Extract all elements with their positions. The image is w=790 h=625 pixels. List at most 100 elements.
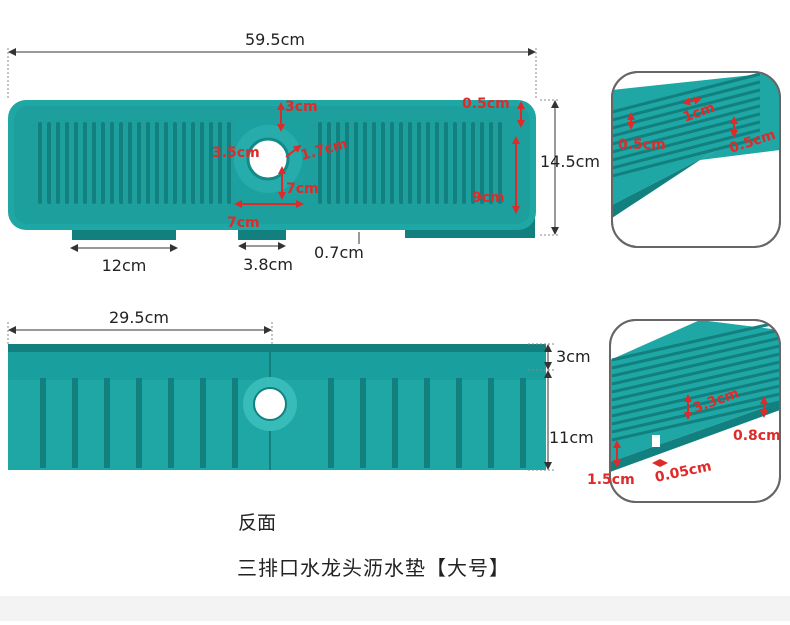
groove (435, 122, 439, 204)
groove (182, 122, 186, 204)
groove (390, 122, 394, 204)
overall-length-label: 59.5cm (245, 30, 305, 49)
groove (200, 122, 204, 204)
notch-width-label: 3.8cm (243, 255, 293, 274)
rib (328, 378, 334, 468)
groove (101, 122, 105, 204)
groove (191, 122, 195, 204)
rib (200, 378, 206, 468)
zoom-ridge (612, 104, 761, 146)
groove (327, 122, 331, 204)
rib (40, 378, 46, 468)
groove (128, 122, 132, 204)
drain-grooves (38, 122, 502, 204)
groove (164, 122, 168, 204)
slot-width-label: 0.7cm (314, 243, 364, 262)
tab-width-label: 12cm (102, 256, 147, 275)
hole-offset-left-label: 3.5cm (212, 145, 260, 161)
product-title: 三排口水龙头沥水垫【大号】 (237, 556, 510, 580)
rib (360, 378, 366, 468)
footer-band (0, 596, 790, 621)
back-hole (253, 387, 287, 421)
zoom-ridge (611, 360, 780, 402)
groove (417, 122, 421, 204)
hole-width-label: 7cm (227, 215, 260, 231)
groove (372, 122, 376, 204)
rib (456, 378, 462, 468)
groove (155, 122, 159, 204)
groove (38, 122, 42, 204)
groove (453, 122, 457, 204)
rib (488, 378, 494, 468)
groove (363, 122, 367, 204)
hole-depth-label: 7cm (286, 181, 319, 197)
rib (168, 378, 174, 468)
groove (354, 122, 358, 204)
groove (336, 122, 340, 204)
groove (444, 122, 448, 204)
groove (110, 122, 114, 204)
groove (92, 122, 96, 204)
zoom-ridge (611, 352, 780, 394)
back-dimensions: 29.5cm 3cm 11cm (7, 308, 594, 471)
rib (424, 378, 430, 468)
rib (520, 378, 526, 468)
zoom-ridge-height-label: 0.5cm (618, 137, 666, 153)
groove (489, 122, 493, 204)
groove (65, 122, 69, 204)
groove (209, 122, 213, 204)
groove-length-label: 9cm (472, 190, 505, 206)
body-height-label: 11cm (549, 428, 594, 447)
groove (471, 122, 475, 204)
groove (381, 122, 385, 204)
rim-height-label-back: 3cm (556, 347, 591, 366)
groove (462, 122, 466, 204)
groove (399, 122, 403, 204)
top-dimensions: 59.5cm 14.5cm 12cm 3.8cm 0.7cm 3cm 3.5cm… (7, 30, 600, 275)
zoom-edge-height-label-back: 0.8cm (733, 428, 781, 444)
zoom-ridge (611, 392, 780, 434)
groove (480, 122, 484, 204)
groove (408, 122, 412, 204)
rib (104, 378, 110, 468)
groove (119, 122, 123, 204)
groove (74, 122, 78, 204)
zoom-ridge (612, 72, 761, 114)
back-view-mat (8, 344, 546, 470)
groove (318, 122, 322, 204)
groove (345, 122, 349, 204)
zoom-ridge (611, 376, 780, 418)
zoom-ridge (611, 368, 780, 410)
groove (426, 122, 430, 204)
zoom-ridge (611, 320, 780, 362)
top-view-mat (8, 100, 536, 240)
zoom-ridge (611, 344, 780, 386)
hole-offset-top-label: 3cm (285, 99, 318, 115)
zoom-ridge (612, 136, 761, 178)
half-length-label: 29.5cm (109, 308, 169, 327)
zoom-ridge (611, 384, 780, 426)
zoom-card-top: 1cm 0.5cm 0.5cm (611, 71, 781, 248)
overall-width-label: 14.5cm (540, 152, 600, 171)
groove (173, 122, 177, 204)
zoom-ridge (612, 96, 761, 138)
groove (47, 122, 51, 204)
groove (83, 122, 87, 204)
rib (72, 378, 78, 468)
zoom-ridge (612, 88, 761, 130)
groove (227, 122, 231, 204)
zoom-ridge (611, 336, 780, 378)
rib (232, 378, 238, 468)
zoom-ridge (611, 328, 780, 370)
groove (56, 122, 60, 204)
zoom-slot-height-label: 1.5cm (587, 472, 635, 488)
zoom-card-back: 3.3cm 0.8cm 1.5cm 0.05cm (587, 319, 781, 503)
rib (136, 378, 142, 468)
groove (137, 122, 141, 204)
groove (146, 122, 150, 204)
groove (218, 122, 222, 204)
rib (392, 378, 398, 468)
groove (498, 122, 502, 204)
